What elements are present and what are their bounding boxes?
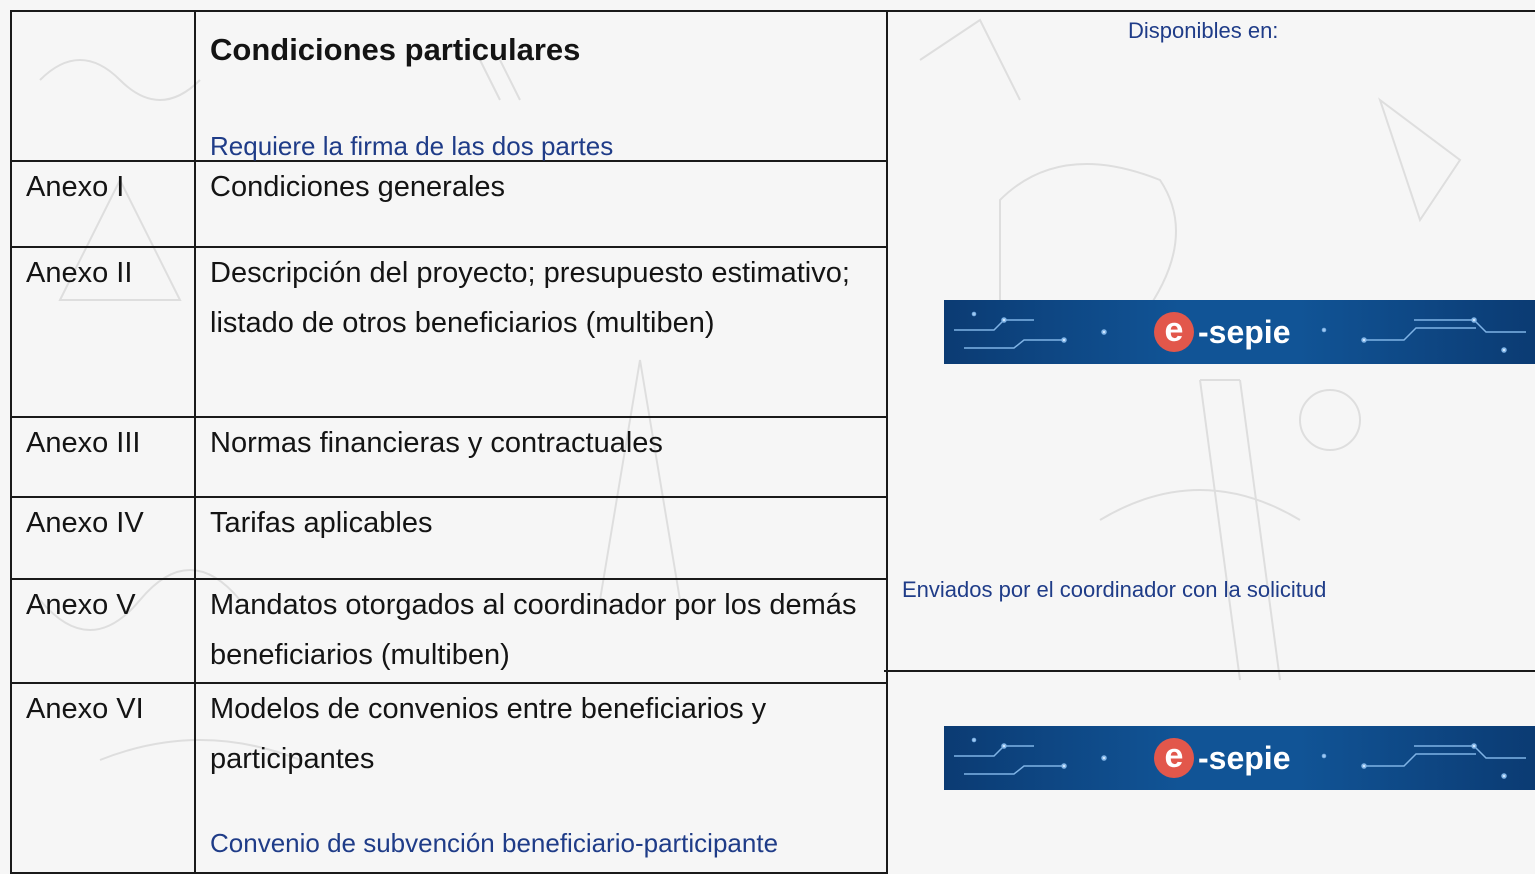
logo-text: -sepie [1198,740,1291,776]
agreement-note: Convenio de subvención beneficiario-part… [210,828,779,858]
table-row: Anexo I Condiciones generales [10,160,888,248]
annex-description: Descripción del proyecto; presupuesto es… [194,246,888,418]
table-title: Condiciones particulares [210,32,581,67]
logo-e-icon: e [1154,312,1194,352]
annex-description: Condiciones generales [194,160,888,248]
logo-e-icon: e [1154,738,1194,778]
e-sepie-logo: e -sepie [1154,312,1290,352]
table-row: Anexo V Mandatos otorgados al coordinado… [10,578,888,684]
annex-label: Anexo I [10,160,196,248]
e-sepie-logo: e -sepie [1154,738,1290,778]
table-row: Anexo II Descripción del proyecto; presu… [10,246,888,418]
table-row: Anexo IV Tarifas aplicables [10,496,888,580]
annex-description: Modelos de convenios entre beneficiarios… [210,693,767,775]
right-divider [884,670,1535,672]
e-sepie-banner[interactable]: e -sepie [944,300,1535,364]
annex-label: Anexo VI [10,682,196,874]
annex-label: Anexo II [10,246,196,418]
annex-label: Anexo IV [10,496,196,580]
sent-by-coordinator-label: Enviados por el coordinador con la solic… [902,577,1327,602]
annex-description: Mandatos otorgados al coordinador por lo… [194,578,888,684]
annex-label: Anexo V [10,578,196,684]
signature-note: Requiere la firma de las dos partes [210,131,614,161]
table-row: Anexo III Normas financieras y contractu… [10,416,888,498]
annex-description: Normas financieras y contractuales [194,416,888,498]
annex-description-cell: Modelos de convenios entre beneficiarios… [194,682,888,874]
available-in-label: Disponibles en: [1128,18,1279,43]
header-cell: Condiciones particulares Requiere la fir… [194,10,888,162]
annex-description: Tarifas aplicables [194,496,888,580]
table-row: Anexo VI Modelos de convenios entre bene… [10,682,888,874]
circuit-pattern [954,737,1526,779]
annex-label: Anexo III [10,416,196,498]
annex-table: Condiciones particulares Requiere la fir… [10,10,888,874]
right-top-border [884,10,1535,12]
e-sepie-banner[interactable]: e -sepie [944,726,1535,790]
logo-text: -sepie [1198,314,1291,350]
circuit-pattern [954,311,1526,353]
header-empty-cell [10,10,196,162]
